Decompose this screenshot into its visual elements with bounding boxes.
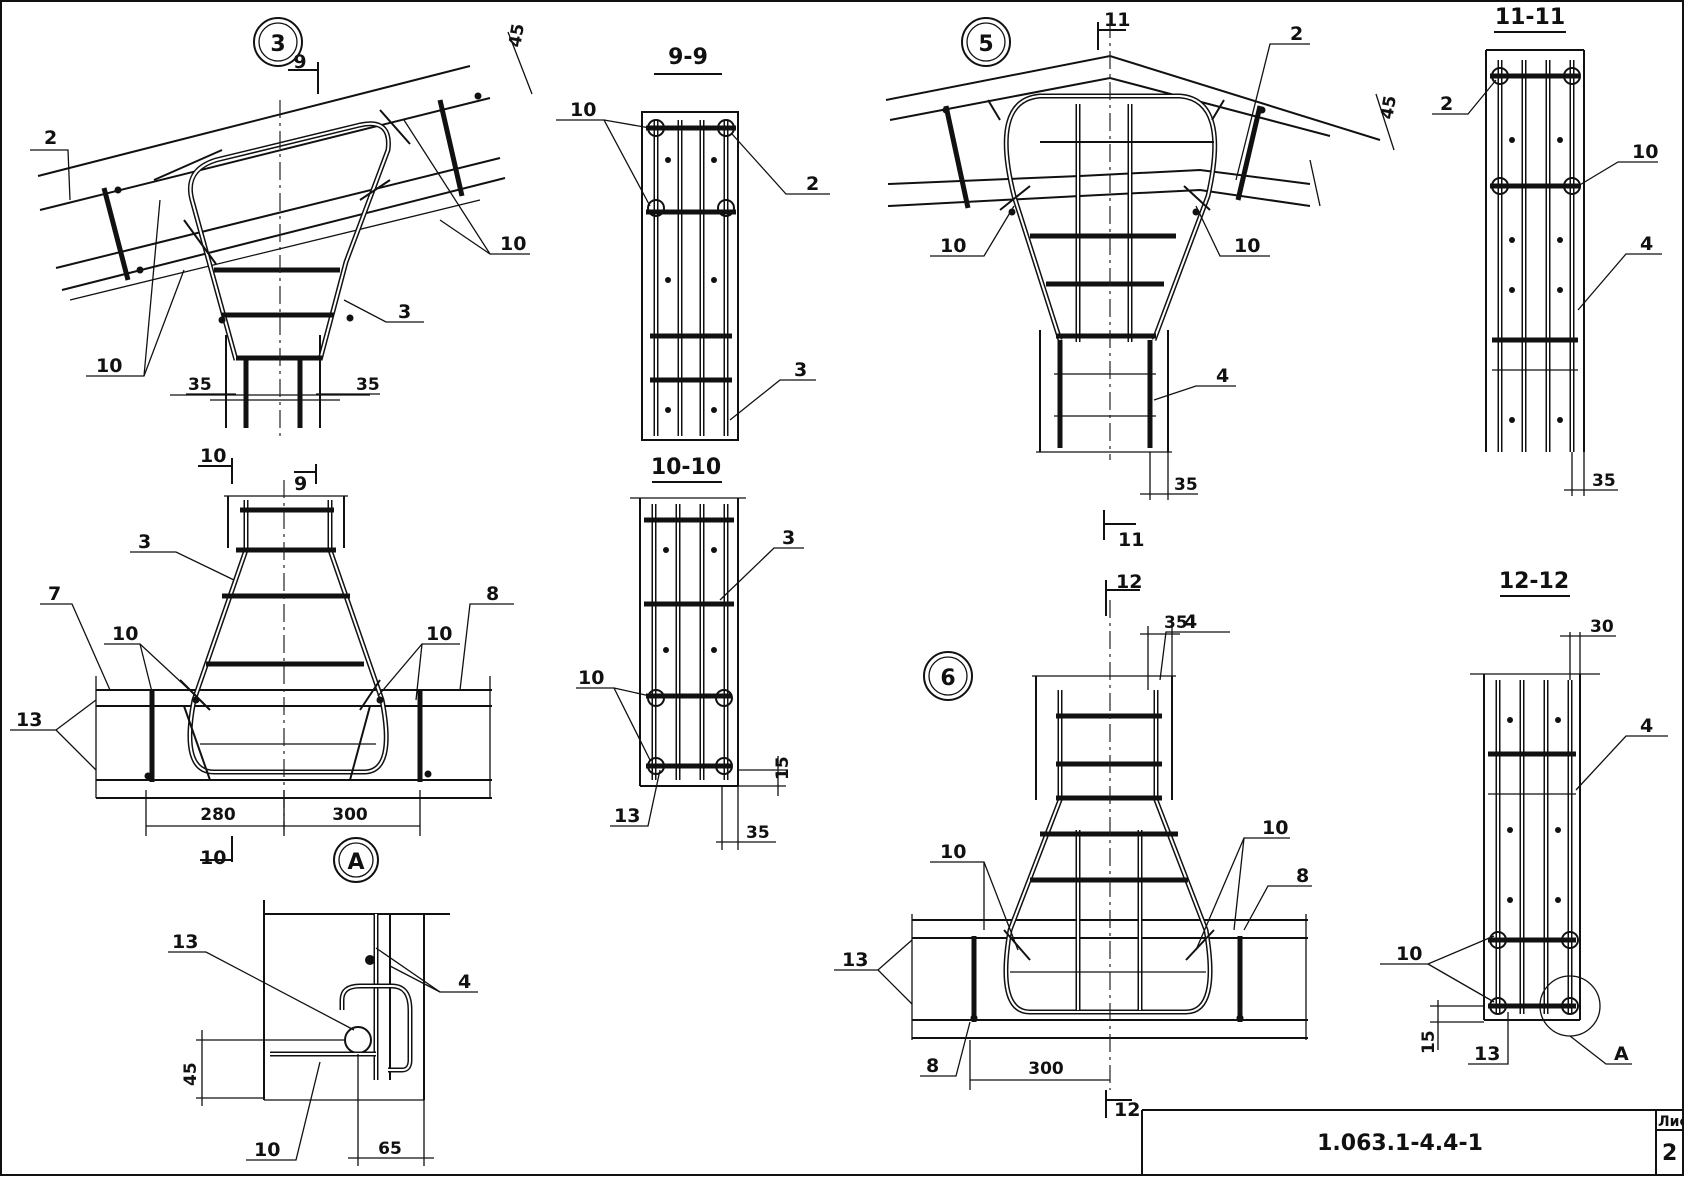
sheet-number: 2 — [1662, 1141, 1677, 1166]
dim-300-elev10: 300 — [332, 805, 368, 825]
cut-mark-9-top: 9 — [293, 51, 306, 73]
pos-10-sec12: 10 — [1396, 943, 1422, 965]
cut-mark-11-bottom: 11 — [1118, 529, 1144, 551]
pos-10-node3-left: 10 — [96, 355, 122, 377]
pos-4-node6: 4 — [1184, 611, 1197, 633]
dim-65-nodeA: 65 — [378, 1139, 402, 1159]
drawing-designation: 1.063.1-4.4-1 — [1317, 1131, 1483, 1156]
dim-35-node3-left: 35 — [188, 375, 212, 395]
pos-10-nodeA: 10 — [254, 1139, 280, 1161]
cut-mark-12-top: 12 — [1116, 571, 1142, 593]
node-5-drawing: 5 11 2 1 — [885, 9, 1401, 551]
dim-35-sec11: 35 — [1592, 471, 1616, 491]
pos-13-sec12: 13 — [1474, 1043, 1500, 1065]
title-block: 1.063.1-4.4-1 Лис 2 — [1141, 1109, 1684, 1176]
section-10-10-title: 10-10 — [651, 455, 721, 480]
pos-8-elev10: 8 — [486, 583, 499, 605]
pos-2-sec9: 2 — [806, 173, 819, 195]
pos-3-sec9: 3 — [794, 359, 807, 381]
elevation-10-drawing: 10 9 10 3 7 — [10, 445, 514, 869]
dim-45-node5: 45 — [1377, 94, 1401, 121]
pos-3-elev10: 3 — [138, 531, 151, 553]
section-12-12-title: 12-12 — [1499, 569, 1569, 594]
pos-13-elev10: 13 — [16, 709, 42, 731]
pos-10-node6-right: 10 — [1262, 817, 1288, 839]
section-11-11-title: 11-11 — [1495, 5, 1565, 30]
dim-35-node3-right: 35 — [356, 375, 380, 395]
dim-45-nodeA: 45 — [181, 1062, 201, 1086]
pos-8-node6-left: 8 — [926, 1055, 939, 1077]
section-9-9-title: 9-9 — [668, 45, 708, 70]
pos-A-sec12: A — [1614, 1043, 1629, 1065]
dim-35-node6: 35 — [1164, 613, 1188, 633]
node-3-label: 3 — [270, 32, 285, 57]
pos-2-node5: 2 — [1290, 23, 1303, 45]
pos-10-sec9: 10 — [570, 99, 596, 121]
node-A-label: A — [347, 850, 364, 875]
pos-4-sec11: 4 — [1640, 233, 1653, 255]
node-5-circle — [961, 17, 1011, 67]
pos-10-node6-left: 10 — [940, 841, 966, 863]
node-6-label: 6 — [940, 666, 955, 691]
section-11-11-drawing: 11-11 2 10 4 35 — [1432, 5, 1662, 496]
cut-mark-9-bottom: 9 — [294, 473, 307, 495]
dim-35-sec10: 35 — [746, 823, 770, 843]
pos-4-nodeA: 4 — [458, 971, 471, 993]
section-9-9-drawing: 9-9 10 2 3 — [556, 45, 830, 441]
pos-3-node3: 3 — [398, 301, 411, 323]
pos-10-node5-right: 10 — [1234, 235, 1260, 257]
node-6-circle — [923, 651, 973, 701]
pos-10-elev10-left: 10 — [112, 623, 138, 645]
node-5-label: 5 — [978, 32, 993, 57]
cut-mark-10-top: 10 — [200, 445, 226, 467]
pos-13-node6: 13 — [842, 949, 868, 971]
node-3-drawing: 3 9 — [30, 17, 533, 440]
node-A-drawing: A 13 4 10 45 65 — [168, 837, 478, 1166]
pos-3-sec10: 3 — [782, 527, 795, 549]
cut-mark-11-top: 11 — [1104, 9, 1130, 31]
dim-280-elev10: 280 — [200, 805, 236, 825]
node-6-drawing: 6 12 4 10 10 8 — [834, 571, 1312, 1121]
dim-15-sec10: 15 — [773, 756, 793, 780]
pos-10-node5-left: 10 — [940, 235, 966, 257]
pos-2-node3: 2 — [44, 127, 57, 149]
pos-2-sec11: 2 — [1440, 93, 1453, 115]
sheet-label: Лис — [1658, 1114, 1684, 1130]
node-A-circle — [333, 837, 379, 883]
cut-mark-12-bottom: 12 — [1114, 1099, 1140, 1121]
pos-4-sec12: 4 — [1640, 715, 1653, 737]
pos-13-sec10: 13 — [614, 805, 640, 827]
cut-mark-10-bottom: 10 — [200, 847, 226, 869]
pos-10-sec11: 10 — [1632, 141, 1658, 163]
dim-15-sec12: 15 — [1419, 1030, 1439, 1054]
pos-13-nodeA: 13 — [172, 931, 198, 953]
node-3-circle — [253, 17, 303, 67]
section-12-12-drawing: 12-12 A 30 4 10 13 15 — [1380, 569, 1668, 1065]
dim-35-node5: 35 — [1174, 475, 1198, 495]
dim-300-node6: 300 — [1028, 1059, 1064, 1079]
pos-10-sec10: 10 — [578, 667, 604, 689]
section-10-10-drawing: 10-10 3 10 13 15 35 — [576, 455, 804, 850]
dim-45-node3: 45 — [505, 22, 529, 49]
pos-8-node6-right: 8 — [1296, 865, 1309, 887]
pos-4-node5: 4 — [1216, 365, 1229, 387]
dim-30-sec12: 30 — [1590, 617, 1614, 637]
pos-10-elev10-right: 10 — [426, 623, 452, 645]
pos-10-node3-right: 10 — [500, 233, 526, 255]
pos-7-elev10: 7 — [48, 583, 61, 605]
